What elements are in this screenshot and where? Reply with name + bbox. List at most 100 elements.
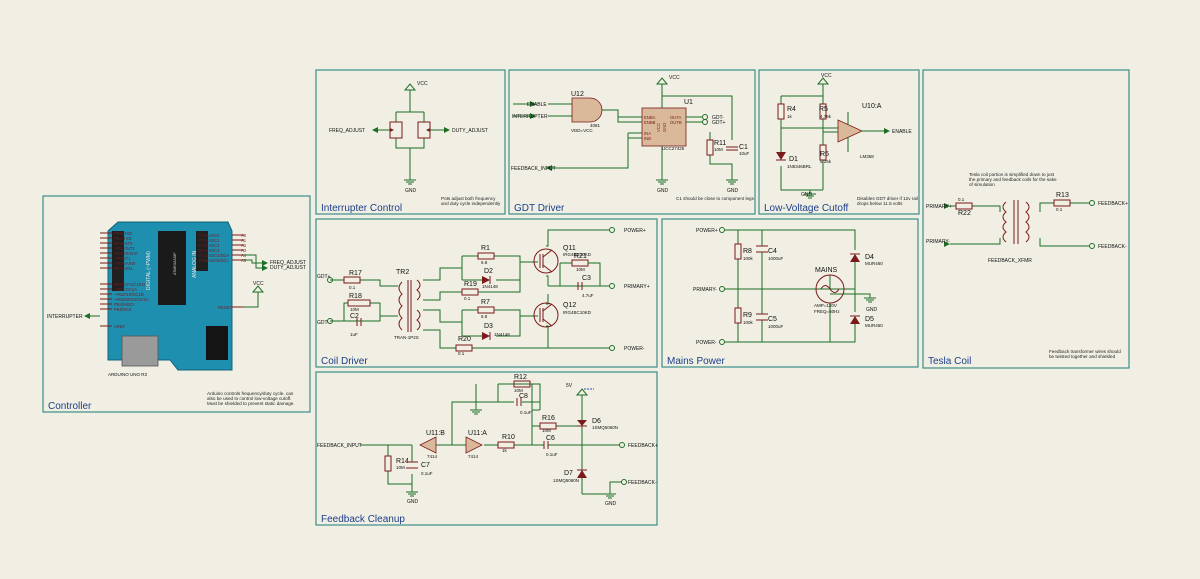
digital-header	[112, 231, 124, 291]
r13-ref: R13	[1056, 192, 1069, 199]
pin-label: VCC	[656, 123, 661, 132]
u1-ref: U1	[684, 99, 693, 106]
pin-label: PD7/AIN1	[114, 266, 133, 271]
c3-capacitor	[577, 282, 583, 290]
wire	[780, 84, 838, 194]
xfmr-core	[1013, 200, 1019, 244]
gdt-gnd-label-2: GND	[727, 188, 739, 194]
cd-primary-plus: PRIMARY+	[624, 284, 650, 290]
ctrl-vcc-label: VCC	[253, 281, 264, 287]
pin-label: PC5/ADC5/SCL	[199, 258, 229, 263]
mains-value: AMP=120V	[814, 303, 837, 308]
arduino-left-pin-labels: PD0/RXD PD1/TXD PD2/INT0 ~PD3/INT1 PD4/T…	[114, 231, 149, 329]
fc-gnd-label-2: GND	[605, 501, 617, 507]
xfmr-primary	[1002, 201, 1007, 243]
pin-label: PB0/ICP1/CLKO	[114, 282, 146, 287]
fc-gnd-label: GND	[407, 499, 419, 505]
pin-label: ~PB1/OC1A	[114, 287, 137, 292]
r6-value: 5.25k	[820, 159, 832, 164]
lowv-title: Low-Voltage Cutoff	[764, 203, 849, 214]
wire	[330, 279, 398, 322]
tesla-title: Tesla Coil	[928, 356, 971, 367]
d7-value: 1SMQ5060N	[553, 478, 579, 483]
gnd-symbol	[470, 409, 482, 415]
tr2-secondary-b	[416, 309, 421, 331]
r4-resistor	[777, 103, 785, 120]
u11a-value: 7414	[468, 454, 479, 459]
u12-part: 4081	[590, 123, 601, 128]
d7-zener	[577, 470, 587, 478]
controller-title: Controller	[48, 401, 92, 412]
u11b-value: 7414	[427, 454, 438, 459]
tc-feedback-minus: FEEDBACK-	[1098, 244, 1127, 250]
arduino-right-pin-labels: PC0/ADC0 PC1/ADC1 PC2/ADC2 PC3/ADC3 PC4/…	[199, 233, 247, 310]
gdt-minus-label: GDT-	[712, 115, 724, 121]
coil-title: Coil Driver	[321, 356, 368, 367]
u10-value: LM358	[860, 154, 874, 159]
pin-label: ENBB	[644, 120, 656, 125]
r19-resistor	[461, 288, 479, 296]
q11-ref: Q11	[563, 245, 576, 252]
mp-power-plus: POWER+	[696, 228, 718, 234]
gdt-vcc-label: VCC	[669, 75, 680, 81]
r20-ref: R20	[458, 336, 471, 343]
tesla-note-top-2: the primary and feedback coils for the s…	[969, 177, 1057, 182]
arduino-right-pins	[232, 234, 244, 308]
tr2-secondary-a	[416, 279, 421, 301]
tesla-note-top-1: Tesla coil portion is simplified down to…	[969, 172, 1055, 177]
r22-resistor	[955, 202, 973, 210]
wire	[513, 103, 530, 117]
r11-resistor	[706, 139, 714, 156]
pin-label: PD2/INT0	[114, 241, 133, 246]
lowv-frame	[758, 69, 920, 215]
c2-value: 1uF	[350, 332, 358, 337]
r16-resistor	[539, 422, 557, 430]
q12-igbt	[533, 302, 559, 328]
r1-ref: R1	[481, 245, 490, 252]
int-gnd-label: GND	[405, 188, 417, 194]
wire	[423, 294, 610, 349]
d6-value: 1SMQ5060N	[592, 425, 618, 430]
controller-frame	[42, 195, 311, 413]
analog-pin-label: A2	[241, 243, 247, 248]
c5-ref: C5	[768, 316, 777, 323]
d4-value: MUR460	[865, 261, 883, 266]
controller-note-3: Must be shielded to prevent static damag…	[207, 401, 295, 406]
lv-enable-label: ENABLE	[892, 129, 912, 135]
fc-5v-label: 5V	[566, 383, 573, 389]
gdt-interrupter-label: INTERRUPTER	[512, 114, 548, 120]
digital-label: DIGITAL (~PWM)	[146, 251, 152, 290]
gnd-symbol	[406, 491, 616, 499]
c4-capacitor	[756, 245, 768, 253]
wire	[548, 103, 572, 117]
r21-value: 10M	[576, 267, 585, 272]
pin-label: GND	[662, 123, 667, 132]
r12-value: 10M	[514, 388, 523, 393]
gnd-symbol	[656, 179, 738, 185]
r20-value: 0.1	[458, 351, 465, 356]
r11-ref: R11	[714, 140, 726, 147]
r4-ref: R4	[787, 106, 796, 113]
pin-label: ENBA	[644, 115, 656, 120]
r9-ref: R9	[743, 312, 752, 319]
c2-capacitor	[356, 318, 362, 326]
mp-gnd-label: GND	[866, 307, 878, 313]
pin-label: PD0/RXD	[114, 231, 132, 236]
d2-diode	[482, 276, 490, 284]
lowv-note-2: drops below 11.5 volts	[857, 201, 903, 206]
interrupter-note-2: and duty cycle independently	[441, 201, 501, 206]
interrupter-note-1: Pots adjust both frequency	[441, 196, 496, 201]
analog-pin-label: A4	[241, 253, 247, 258]
r14-resistor	[384, 455, 392, 472]
arduino-name: ARDUINO UNO R3	[108, 372, 148, 377]
and-gate-u12	[571, 97, 603, 123]
r8-resistor	[734, 243, 742, 260]
d1-value: 1N5346BRL	[787, 164, 812, 169]
c1-value: 10uF	[739, 151, 750, 156]
d6-zener	[577, 420, 587, 426]
c3-value: 4.7uF	[582, 293, 594, 298]
c6-value: 0.1uF	[546, 452, 558, 457]
pin-label: PC3/ADC3	[199, 248, 220, 253]
fc-feedback-minus: FEEDBACK-	[628, 480, 657, 486]
cd-power-minus: POWER-	[624, 346, 645, 352]
